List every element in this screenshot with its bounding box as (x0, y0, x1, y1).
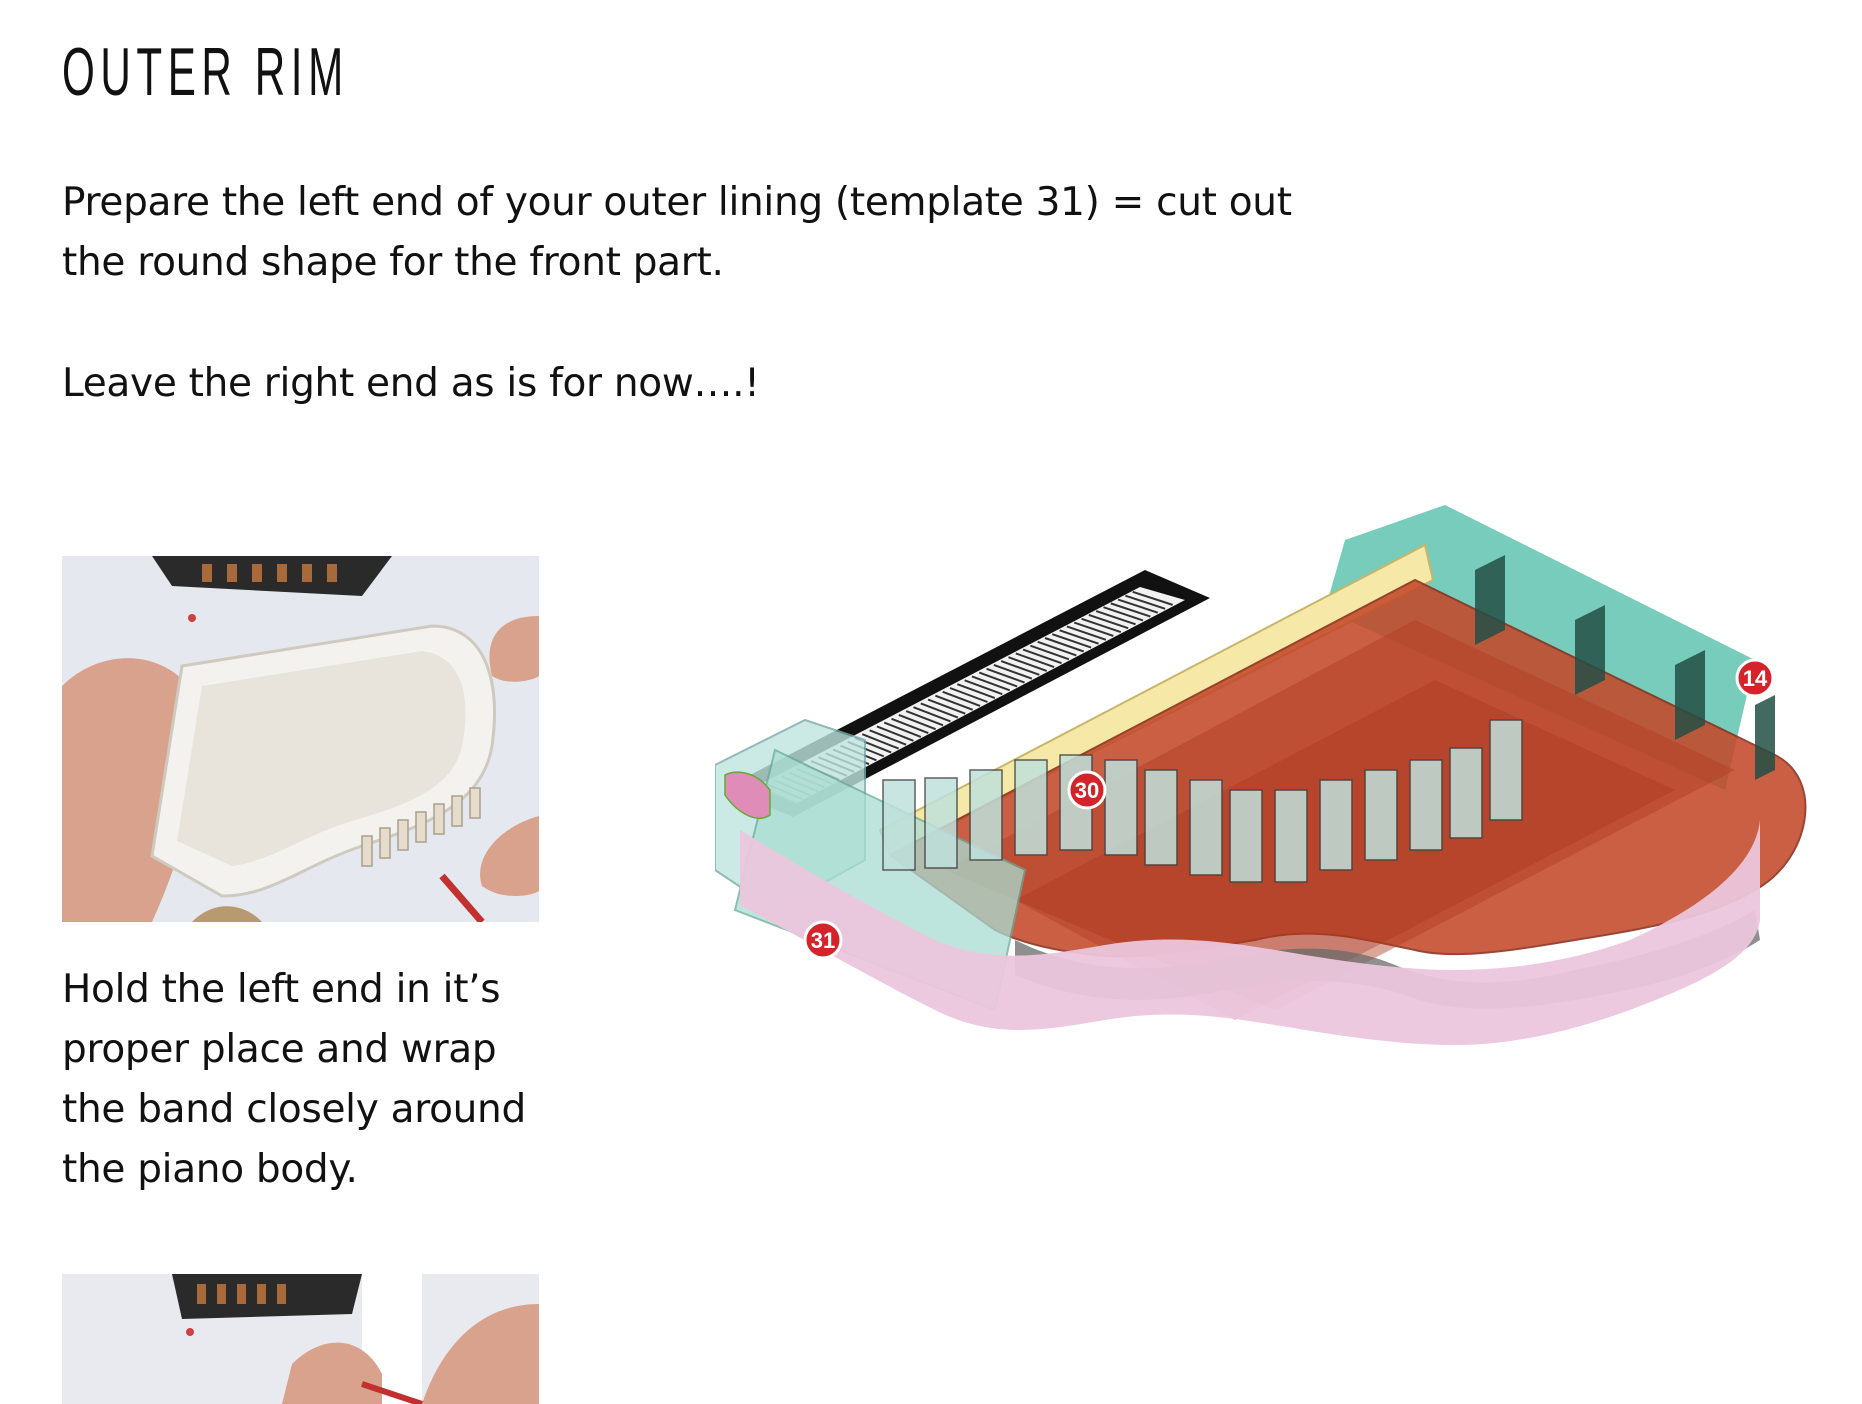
key-line (891, 717, 929, 735)
key-line (1008, 656, 1048, 672)
key-line (1073, 621, 1114, 637)
key-line (1095, 610, 1136, 626)
rim-rib (924, 777, 958, 869)
key-line (993, 663, 1033, 680)
rim-rib (1229, 789, 1263, 883)
key-line (1030, 644, 1070, 661)
key-line (913, 706, 951, 723)
instruction-wrap-band: Hold the left end in it’s proper place a… (62, 967, 526, 1192)
marker-14: 14 (1735, 658, 1775, 698)
key-line (1037, 640, 1077, 657)
key-line (1059, 629, 1099, 645)
key-line (1132, 590, 1173, 606)
rim-rib (1014, 759, 1048, 856)
instruction-leave-right-end: Leave the right end as is for now….! (62, 361, 760, 406)
key-line (956, 683, 996, 700)
marker-30: 30 (1067, 770, 1107, 810)
key-line (1081, 617, 1122, 634)
rim-rib (1409, 759, 1443, 851)
marker-31: 31 (803, 920, 843, 960)
rim-rib (1104, 759, 1138, 856)
key-line (1117, 598, 1159, 614)
key-line (927, 698, 966, 715)
key-line (905, 710, 944, 727)
instruction-prepare-left-end: Prepare the left end of your outer linin… (62, 180, 1292, 285)
page-title: OUTER RIM (62, 34, 349, 110)
key-line (978, 671, 1018, 688)
outer-lining-band (740, 800, 1760, 1045)
key-line (971, 675, 1011, 692)
rim-rib (1364, 769, 1398, 861)
key-line (1051, 633, 1092, 649)
rim-rib (1449, 747, 1483, 839)
key-line (920, 702, 959, 719)
key-line (876, 725, 914, 742)
key-line (986, 667, 1025, 684)
rim-rib (1144, 769, 1178, 866)
key-line (1000, 660, 1040, 676)
key-line (1044, 637, 1085, 653)
rim-rib (969, 769, 1003, 861)
key-line (1066, 625, 1107, 641)
key-line (964, 679, 1003, 696)
rim-rib (1489, 719, 1523, 821)
rim-rib (882, 779, 916, 871)
key-line (1015, 652, 1055, 668)
key-line (935, 694, 974, 711)
key-line (949, 687, 988, 703)
key-line (1103, 606, 1144, 622)
key-line (898, 713, 937, 731)
key-line (1110, 602, 1151, 618)
key-line (942, 690, 981, 707)
rim-rib (1274, 789, 1308, 883)
key-line (869, 729, 907, 746)
svg-text:31: 31 (811, 928, 835, 953)
assembly-diagram: 30 31 14 (714, 470, 1825, 1260)
photo-piano-body-in-hands (62, 556, 539, 922)
key-line (1022, 648, 1062, 665)
photo-wrapping-band (62, 1274, 539, 1404)
key-line (861, 733, 900, 750)
key-line (883, 721, 922, 738)
svg-text:30: 30 (1075, 778, 1099, 803)
rim-ribs (882, 719, 1523, 883)
key-line (1088, 613, 1129, 630)
svg-text:14: 14 (1743, 666, 1768, 691)
key-line (1125, 594, 1166, 610)
rim-rib (1189, 779, 1223, 876)
rim-rib (1319, 779, 1353, 871)
